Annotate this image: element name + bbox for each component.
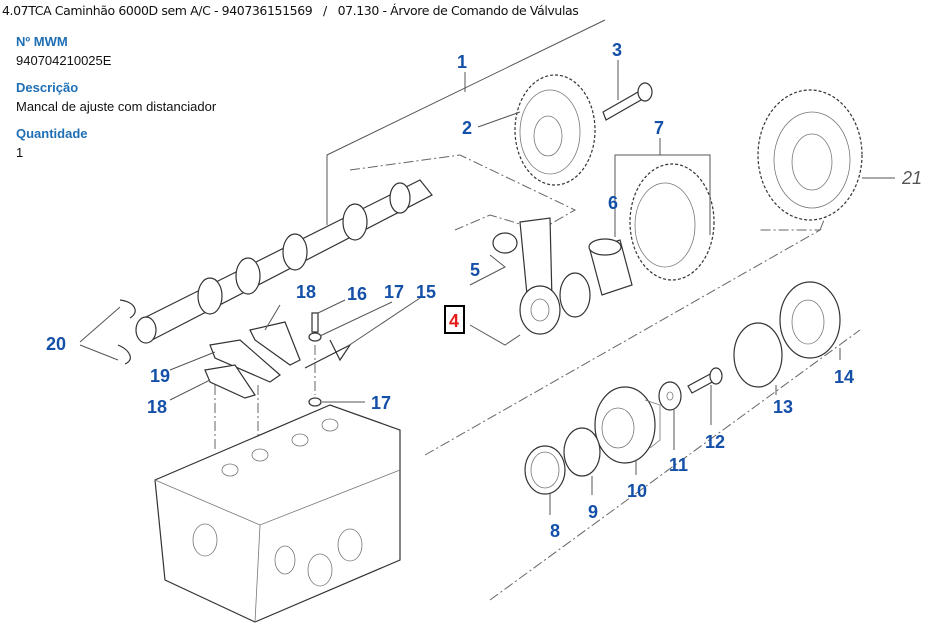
bushing-part-5[interactable] bbox=[492, 232, 518, 254]
callout-21[interactable]: 21 bbox=[901, 168, 922, 188]
callout-1[interactable]: 1 bbox=[457, 52, 467, 72]
part-info-panel: Nº MWM 940704210025E Descrição Mancal de… bbox=[16, 34, 216, 172]
quantity-value: 1 bbox=[16, 145, 24, 160]
bolt-part-12[interactable] bbox=[687, 367, 723, 394]
breadcrumb-section[interactable]: 07.130 - Árvore de Comando de Válvulas bbox=[337, 3, 579, 18]
callout-7[interactable]: 7 bbox=[654, 118, 664, 138]
description-value: Mancal de ajuste com distanciador bbox=[16, 99, 217, 114]
callout-3[interactable]: 3 bbox=[612, 40, 622, 60]
selected-callout-box bbox=[444, 305, 465, 334]
nut-part-14[interactable] bbox=[779, 281, 841, 359]
callout-2[interactable]: 2 bbox=[462, 118, 472, 138]
callout-17a[interactable]: 17 bbox=[384, 282, 404, 302]
washer-part-11[interactable] bbox=[658, 381, 682, 411]
clip-part-20b[interactable] bbox=[117, 344, 131, 365]
camshaft-part[interactable] bbox=[135, 179, 433, 344]
bolt-part-3[interactable] bbox=[602, 82, 653, 121]
gear-part-2[interactable] bbox=[514, 74, 596, 186]
washer-part-17b[interactable] bbox=[308, 397, 322, 407]
mwm-number-value: 940704210025E bbox=[16, 53, 112, 68]
thrust-washer-part-8[interactable] bbox=[524, 445, 566, 495]
callout-13[interactable]: 13 bbox=[773, 397, 793, 417]
gear-part-7[interactable] bbox=[629, 163, 715, 281]
callout-10[interactable]: 10 bbox=[627, 481, 647, 501]
callout-11[interactable]: 11 bbox=[669, 455, 688, 475]
bolt-part-16[interactable] bbox=[311, 312, 319, 333]
callout-4-selected[interactable]: 4 bbox=[449, 311, 459, 331]
callout-16[interactable]: 16 bbox=[347, 284, 367, 304]
callout-20[interactable]: 20 bbox=[46, 334, 66, 354]
o-ring-part-13[interactable] bbox=[733, 322, 783, 388]
assembly-boundary bbox=[349, 154, 577, 231]
callout-14[interactable]: 14 bbox=[834, 367, 854, 387]
callout-8[interactable]: 8 bbox=[550, 521, 560, 541]
leader-lines bbox=[79, 60, 895, 515]
washer-part-17a[interactable] bbox=[308, 332, 322, 342]
center-axis-front bbox=[489, 329, 861, 601]
callout-6[interactable]: 6 bbox=[608, 193, 618, 213]
callout-9[interactable]: 9 bbox=[588, 502, 598, 522]
bearing-cap-part-10[interactable] bbox=[594, 386, 661, 464]
cylinder-head-part bbox=[154, 404, 401, 623]
bracket-part-15[interactable] bbox=[304, 339, 352, 369]
callout-19[interactable]: 19 bbox=[150, 366, 170, 386]
callout-17b[interactable]: 17 bbox=[371, 393, 391, 413]
mwm-number-label: Nº MWM bbox=[16, 34, 68, 49]
bushing-part-6[interactable] bbox=[588, 238, 633, 296]
rocker-arm-part-18a[interactable] bbox=[249, 321, 301, 366]
breadcrumb: 4.07TCA Caminhão 6000D sem A/C - 9407361… bbox=[2, 3, 579, 18]
quantity-label: Quantidade bbox=[16, 126, 88, 141]
o-ring-part-9[interactable] bbox=[563, 427, 601, 477]
adjusting-bearing-part-4[interactable] bbox=[519, 217, 591, 335]
breadcrumb-separator: / bbox=[323, 3, 327, 18]
clip-part-20a[interactable] bbox=[119, 299, 136, 319]
description-label: Descrição bbox=[16, 80, 79, 95]
callout-18b[interactable]: 18 bbox=[147, 397, 167, 417]
breadcrumb-model[interactable]: 4.07TCA Caminhão 6000D sem A/C - 9407361… bbox=[2, 3, 313, 18]
callout-12[interactable]: 12 bbox=[705, 432, 725, 452]
callout-15[interactable]: 15 bbox=[416, 282, 436, 302]
callout-18a[interactable]: 18 bbox=[296, 282, 316, 302]
rocker-arm-part-19[interactable] bbox=[209, 339, 281, 383]
gear-part-21[interactable] bbox=[757, 89, 863, 221]
callout-5[interactable]: 5 bbox=[470, 260, 480, 280]
